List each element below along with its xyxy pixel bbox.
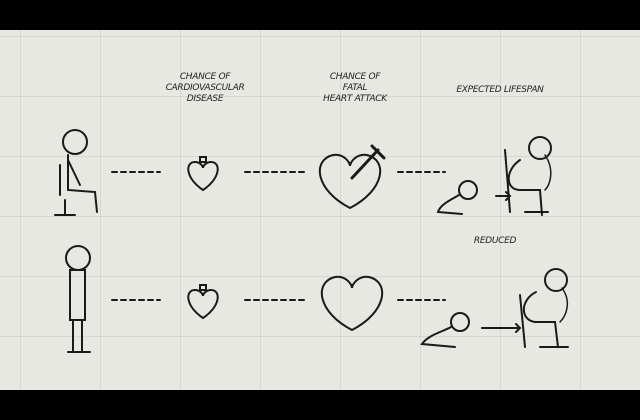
old-man-sitting-figure xyxy=(504,136,552,216)
standing-person-figure xyxy=(65,245,91,353)
sick-heart-icon xyxy=(187,284,219,320)
arrow-icon xyxy=(495,191,512,201)
lifespan-reduced-label: REDUCED xyxy=(473,236,517,246)
header-cardio-disease: CHANCE OF CARDIOVASCULAR DISEASE xyxy=(165,72,245,104)
old-man-sitting-figure xyxy=(519,268,569,348)
paper-background: CHANCE OF CARDIOVASCULAR DISEASE CHANCE … xyxy=(0,30,640,390)
stabbed-heart-icon xyxy=(318,144,386,210)
sick-heart-icon xyxy=(187,156,219,192)
sitting-person-figure xyxy=(54,129,98,216)
header-fatal-heart-attack: CHANCE OF FATAL HEART ATTACK xyxy=(323,72,387,104)
baby-crawling-figure xyxy=(436,180,478,215)
header-expected-lifespan: EXPECTED LIFESPAN xyxy=(456,85,544,95)
arrow-icon xyxy=(481,323,522,333)
baby-crawling-figure xyxy=(420,312,470,348)
healthy-heart-icon xyxy=(320,275,384,332)
